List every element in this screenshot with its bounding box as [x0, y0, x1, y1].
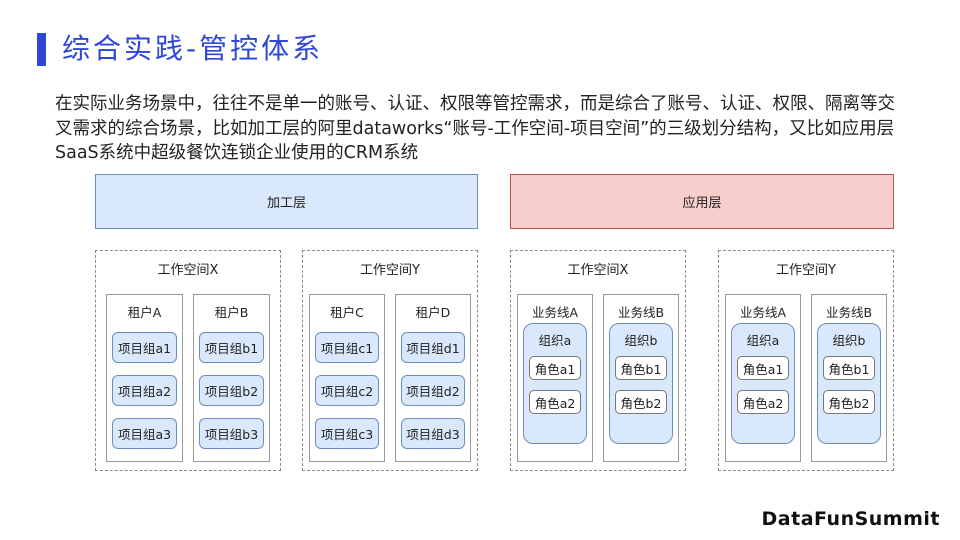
processing-workspace-y: 工作空间Y 租户C 项目组c1 项目组c2 项目组c3 租户D 项目组d1 项目…	[302, 250, 478, 471]
organization-box: 组织a 角色a1 角色a2	[523, 323, 587, 444]
processing-layer-box: 加工层	[95, 174, 478, 229]
application-layer-label: 应用层	[682, 196, 722, 211]
organization-name: 组织b	[832, 333, 866, 348]
business-line-a: 业务线A 组织a 角色a1 角色a2	[725, 294, 801, 462]
tenant-name: 租户B	[214, 305, 249, 320]
project-group: 项目组b2	[199, 375, 264, 406]
project-group: 项目组a2	[112, 375, 177, 406]
application-workspace-x: 工作空间X 业务线A 组织a 角色a1 角色a2 业务线B 组织b 角色b1 角…	[510, 250, 686, 471]
organization-name: 组织a	[538, 333, 572, 348]
application-workspace-y: 工作空间Y 业务线A 组织a 角色a1 角色a2 业务线B 组织b 角色b1 角…	[718, 250, 894, 471]
organization-box: 组织a 角色a1 角色a2	[731, 323, 795, 444]
role-box: 角色a2	[737, 390, 789, 414]
role-box: 角色b2	[615, 390, 667, 414]
tenant-name: 租户A	[127, 305, 162, 320]
project-group: 项目组d3	[401, 418, 465, 449]
role-box: 角色b2	[823, 390, 875, 414]
business-line-name: 业务线B	[825, 305, 873, 320]
business-line-b: 业务线B 组织b 角色b1 角色b2	[603, 294, 679, 462]
project-group: 项目组d2	[401, 375, 465, 406]
organization-box: 组织b 角色b1 角色b2	[609, 323, 673, 444]
role-box: 角色a1	[529, 356, 581, 380]
project-group: 项目组c2	[315, 375, 379, 406]
slide-title: 综合实践-管控体系	[62, 32, 324, 65]
role-box: 角色a2	[529, 390, 581, 414]
project-group: 项目组a1	[112, 332, 177, 363]
project-group: 项目组b3	[199, 418, 264, 449]
business-line-a: 业务线A 组织a 角色a1 角色a2	[517, 294, 593, 462]
role-box: 角色b1	[823, 356, 875, 380]
workspace-title: 工作空间Y	[776, 263, 836, 278]
tenant-name: 租户C	[330, 305, 364, 320]
processing-layer-label: 加工层	[266, 196, 306, 211]
role-box: 角色b1	[615, 356, 667, 380]
project-group: 项目组b1	[199, 332, 264, 363]
workspace-title: 工作空间Y	[360, 263, 420, 278]
tenant-b: 租户B 项目组b1 项目组b2 项目组b3	[193, 294, 270, 462]
title-accent-bar	[37, 33, 46, 66]
role-box: 角色a1	[737, 356, 789, 380]
brand-logo-text: DataFunSummit	[761, 508, 940, 530]
project-group: 项目组a3	[112, 418, 177, 449]
processing-workspace-x: 工作空间X 租户A 项目组a1 项目组a2 项目组a3 租户B 项目组b1 项目…	[95, 250, 281, 471]
business-line-b: 业务线B 组织b 角色b1 角色b2	[811, 294, 887, 462]
organization-name: 组织a	[746, 333, 780, 348]
project-group: 项目组c1	[315, 332, 379, 363]
workspace-title: 工作空间X	[157, 263, 219, 278]
tenant-name: 租户D	[415, 305, 451, 320]
business-line-name: 业务线B	[617, 305, 665, 320]
organization-name: 组织b	[624, 333, 658, 348]
project-group: 项目组c3	[315, 418, 379, 449]
application-layer-box: 应用层	[510, 174, 894, 229]
workspace-title: 工作空间X	[567, 263, 629, 278]
tenant-c: 租户C 项目组c1 项目组c2 项目组c3	[309, 294, 385, 462]
business-line-name: 业务线A	[739, 305, 787, 320]
tenant-d: 租户D 项目组d1 项目组d2 项目组d3	[395, 294, 471, 462]
business-line-name: 业务线A	[531, 305, 579, 320]
intro-paragraph: 在实际业务场景中，往往不是单一的账号、认证、权限等管控需求，而是综合了账号、认证…	[55, 94, 895, 163]
tenant-a: 租户A 项目组a1 项目组a2 项目组a3	[106, 294, 183, 462]
organization-box: 组织b 角色b1 角色b2	[817, 323, 881, 444]
project-group: 项目组d1	[401, 332, 465, 363]
